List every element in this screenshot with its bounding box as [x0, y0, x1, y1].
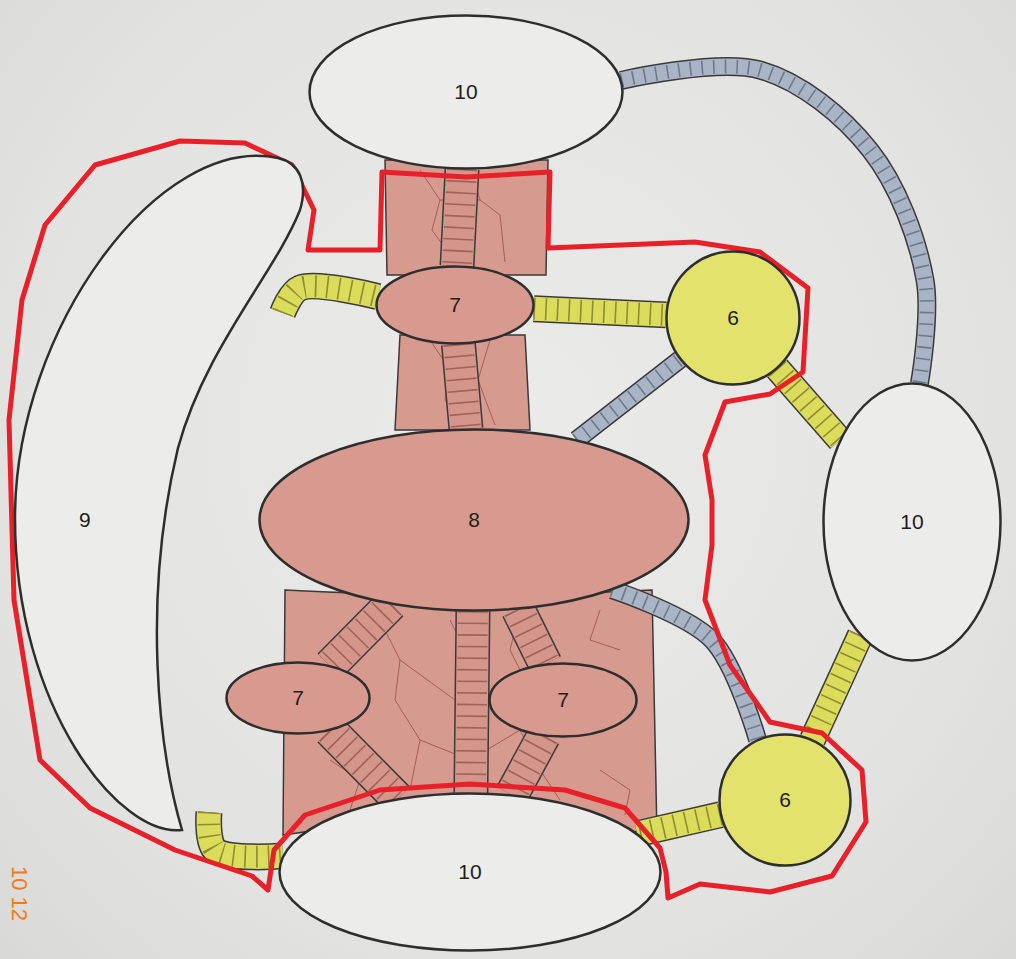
node-outline [377, 267, 534, 344]
band-outline [458, 344, 466, 429]
band-rings [812, 635, 860, 740]
band-outline [471, 611, 473, 793]
band-fill [458, 344, 466, 429]
band-rings [534, 309, 666, 315]
pink-lobe: 7 [225, 661, 371, 735]
callout-number: 7 [557, 688, 569, 711]
callout-number: 10 [900, 510, 923, 533]
band-fill [577, 359, 681, 440]
tissue-band [330, 604, 391, 666]
node-outline [824, 384, 1001, 661]
tissue-band [458, 344, 466, 429]
node-outline [667, 252, 800, 385]
node-outline [10, 148, 305, 835]
band-outline [637, 815, 720, 834]
band-outline [534, 309, 666, 315]
tissue-band [577, 359, 681, 440]
band-rings [330, 604, 391, 666]
band-fill [330, 604, 391, 666]
crescent-organ: 9 [10, 148, 305, 835]
callout-number: 7 [292, 686, 304, 709]
node-outline [280, 794, 661, 951]
band-fill [457, 169, 462, 266]
callout-number: 9 [79, 508, 91, 531]
callout-number: 8 [468, 508, 480, 531]
organ-body: 10 [308, 14, 624, 170]
band-outline [518, 609, 545, 664]
callout-number: 7 [449, 293, 461, 316]
date-stamp: 10 12 [8, 866, 30, 921]
tissue-band [471, 611, 473, 793]
band-fill [637, 815, 720, 834]
pink-lobe: 7 [375, 265, 535, 345]
tissue-band [534, 309, 666, 315]
band-outline [777, 368, 840, 440]
tissue-band [777, 368, 840, 440]
callout-number: 10 [458, 860, 481, 883]
yellow-node: 6 [665, 250, 801, 386]
band-rings [458, 344, 466, 429]
band-fill [471, 611, 473, 793]
band-fill [777, 368, 840, 440]
node-outline [490, 664, 637, 737]
band-rings [518, 609, 545, 664]
band-rings [457, 169, 462, 266]
central-mass: 8 [258, 428, 690, 612]
band-outline [283, 286, 378, 313]
band-outline [577, 359, 681, 440]
band-fill [534, 309, 666, 315]
node-outline [260, 430, 689, 611]
node-outline [227, 663, 370, 734]
region-outline [9, 141, 866, 898]
band-outline [457, 169, 462, 266]
tissue-band [518, 609, 545, 664]
node-outline [720, 735, 851, 866]
pink-lobe: 7 [488, 662, 638, 738]
band-outline [330, 604, 391, 666]
yellow-node: 6 [718, 733, 852, 867]
pink-tissue [395, 335, 530, 430]
band-fill [812, 635, 860, 740]
band-rings [777, 368, 840, 440]
organ-body: 10 [278, 792, 662, 952]
band-fill [518, 609, 545, 664]
band-outline [812, 635, 860, 740]
tissue-band [612, 590, 757, 740]
band-fill [283, 286, 378, 313]
band-rings [637, 815, 720, 834]
tissue-band [457, 169, 462, 266]
callout-number: 6 [779, 788, 791, 811]
organ-body: 10 [822, 382, 1002, 662]
band-fill [612, 590, 757, 740]
callout-number: 10 [454, 80, 477, 103]
band-rings [283, 286, 378, 313]
tissue-band [812, 635, 860, 740]
band-rings [577, 359, 681, 440]
callout-number: 6 [727, 306, 739, 329]
node-outline [310, 16, 623, 169]
band-rings [471, 611, 473, 793]
band-rings [612, 590, 757, 740]
tissue-band [283, 286, 378, 313]
band-outline [612, 590, 757, 740]
tissue-band [637, 815, 720, 834]
